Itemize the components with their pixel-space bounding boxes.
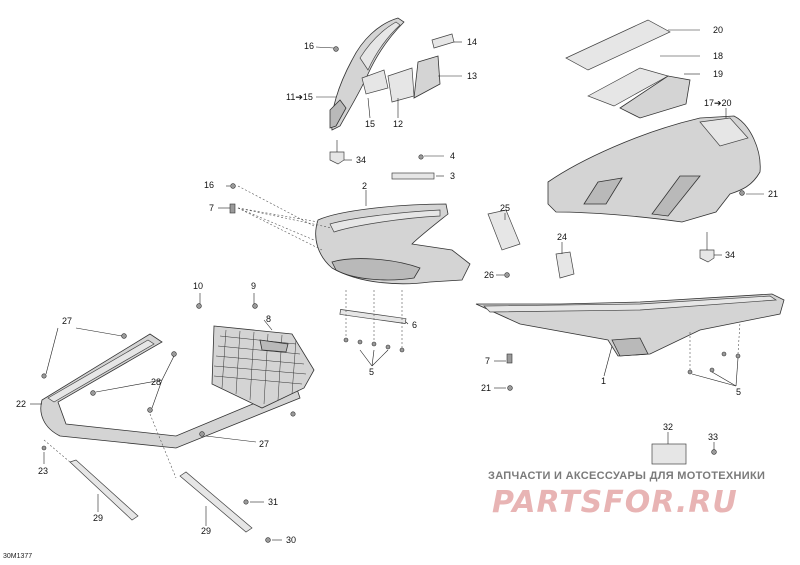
callout-28: 28 (151, 377, 161, 387)
callout-24: 24 (557, 232, 567, 242)
nut-30 (265, 537, 271, 543)
strip-29-left (69, 459, 139, 521)
callout-30: 30 (286, 535, 296, 545)
bolt-27-top (121, 333, 127, 339)
callout-34-right: 34 (725, 250, 735, 260)
leaders-top-right (660, 29, 764, 256)
bolt-10 (196, 303, 202, 309)
nut-28-c (147, 407, 153, 413)
callout-21-top: 21 (768, 189, 778, 199)
callout-23: 23 (38, 466, 48, 476)
leaders-top-left (315, 41, 462, 161)
clip-7-right (506, 353, 513, 364)
bumper-tube (40, 333, 301, 449)
bumper-assembly (40, 303, 315, 543)
callout-3: 3 (450, 171, 455, 181)
screw-31 (243, 499, 249, 505)
callout-7-right: 7 (485, 356, 490, 366)
bolt-27-left (41, 373, 47, 379)
callout-25: 25 (500, 203, 510, 213)
pad-15 (361, 69, 389, 95)
callout-17: 17➔20 (704, 98, 732, 108)
callout-16-top: 16 (304, 41, 314, 51)
callout-26: 26 (484, 270, 494, 280)
callout-34-top: 34 (356, 155, 366, 165)
strip-29-right (179, 471, 253, 533)
strip-3 (391, 172, 435, 180)
callout-27-bottom: 27 (259, 439, 269, 449)
leaders-right (494, 213, 741, 389)
callout-5-center: 5 (369, 367, 374, 377)
callout-7-left: 7 (209, 203, 214, 213)
clip-7 (229, 203, 236, 214)
upper-panel-assembly (547, 19, 761, 263)
nut-9 (252, 303, 258, 309)
watermark-logo: PARTSFOR.RU (492, 485, 738, 520)
lower-cowl-assembly (229, 154, 471, 353)
screw-21-top (739, 190, 745, 196)
bracket-24 (555, 251, 575, 279)
callout-29-left: 29 (93, 513, 103, 523)
screw-21-right (507, 385, 513, 391)
callout-10: 10 (193, 281, 203, 291)
pad-12 (387, 67, 415, 103)
callout-2: 2 (362, 181, 367, 191)
callout-33: 33 (708, 432, 718, 442)
screw-33 (711, 449, 717, 455)
nut-28-a (171, 351, 177, 357)
screw-16 (333, 46, 339, 52)
leaders-center (218, 155, 444, 367)
callout-21-right: 21 (481, 383, 491, 393)
bracket-34-right (699, 249, 715, 263)
screw-4 (418, 154, 424, 160)
callout-16-mid: 16 (204, 180, 214, 190)
callout-29-right: 29 (201, 526, 211, 536)
label-32 (651, 432, 717, 465)
callout-9: 9 (251, 281, 256, 291)
screw-23 (41, 445, 47, 451)
callout-14: 14 (467, 37, 477, 47)
callout-32: 32 (663, 422, 673, 432)
watermark-tagline: ЗАПЧАСТИ И АКСЕССУАРЫ ДЛЯ МОТОТЕХНИКИ (488, 470, 766, 482)
pad-13 (413, 55, 441, 99)
callout-8: 8 (266, 314, 271, 324)
callout-20: 20 (713, 25, 723, 35)
screw-16-mid (230, 183, 236, 189)
callout-6: 6 (412, 320, 417, 330)
grille (211, 325, 315, 409)
callout-11: 11➔15 (286, 92, 313, 102)
callout-5-right: 5 (736, 387, 741, 397)
nut-28-b (90, 390, 96, 396)
callout-15: 15 (365, 119, 375, 129)
nut-26 (504, 272, 510, 278)
callout-12: 12 (393, 119, 403, 129)
callout-22: 22 (16, 399, 26, 409)
bracket-34-top (329, 151, 345, 165)
bolt-side (290, 411, 296, 417)
diagram-code: 30M1377 (3, 553, 33, 560)
bracket-25 (487, 209, 521, 251)
callout-1: 1 (601, 376, 606, 386)
pad-19 (619, 75, 691, 119)
callout-labels: 1 2 3 4 5 5 6 7 7 8 9 10 11➔15 12 13 14 … (16, 25, 778, 545)
callout-18: 18 (713, 51, 723, 61)
pad-20 (565, 19, 671, 71)
callout-27-top: 27 (62, 316, 72, 326)
side-panel-assembly (475, 209, 785, 391)
leaders-left (30, 293, 282, 541)
callout-31: 31 (268, 497, 278, 507)
callout-4: 4 (450, 151, 455, 161)
pad-14 (431, 33, 455, 49)
strip-6 (339, 309, 407, 324)
side-deflector-assembly (329, 17, 455, 165)
callout-13: 13 (467, 71, 477, 81)
callout-19: 19 (713, 69, 723, 79)
bolt-27-bottom (199, 431, 205, 437)
